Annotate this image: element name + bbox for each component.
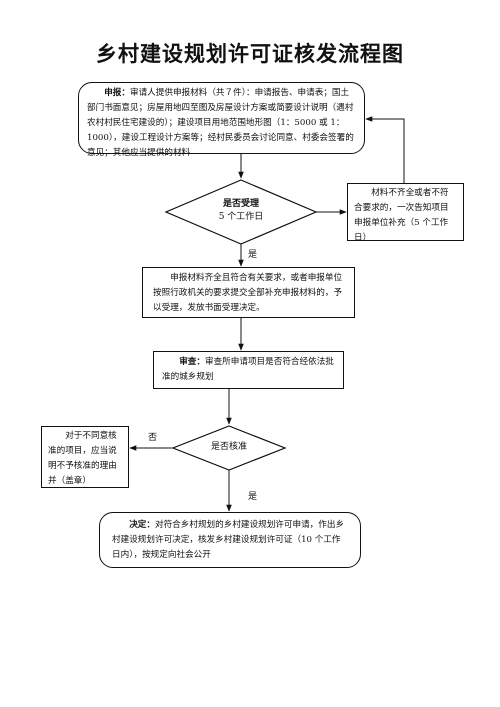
review-box: 审查：审查所申请项目是否符合经依法批准的城乡规划 — [153, 351, 344, 389]
apply-box: 申报：审请人提供申报材料（共７件）：申请报告、申请表；国土部门书面意见；房屋用地… — [78, 82, 365, 158]
edge-label-yes-accept: 是 — [248, 250, 258, 260]
review-label: 审查： — [179, 357, 205, 367]
apply-label: 申报： — [104, 88, 130, 98]
final-label: 决定： — [129, 520, 155, 530]
edge-label-no-approve: 否 — [148, 433, 158, 443]
page-title: 乡村建设规划许可证核发流程图 — [96, 42, 404, 66]
accept-box: 申报材料齐全且符合有关要求，或者申报单位按照行政机关的要求提交全部补充申报材料的… — [142, 267, 355, 318]
accept-decision-line2: 5 个工作日 — [218, 212, 264, 222]
final-text: 对符合乡村规划的乡村建设规划许可申请，作出乡村建设规划许可决定，核发乡村建设规划… — [112, 520, 345, 560]
arrow-supplement-back-to-apply — [365, 116, 405, 183]
reject-text: 对于不同意核准的项目，应当说明不予核准的理由并（盖章） — [48, 431, 117, 486]
reject-box: 对于不同意核准的项目，应当说明不予核准的理由并（盖章） — [41, 426, 129, 488]
accept-text: 申报材料齐全且符合有关要求，或者申报单位按照行政机关的要求提交全部补充申报材料的… — [153, 273, 343, 313]
accept-decision-label: 是否受理 5 个工作日 — [180, 198, 302, 224]
supplement-box: 材料不齐全或者不符合要求的，一次告知项目申报单位补充（5 个工作日） — [347, 183, 464, 243]
final-decision-box: 决定：对符合乡村规划的乡村建设规划许可申请，作出乡村建设规划许可决定，核发乡村建… — [99, 512, 361, 568]
review-text: 审查所申请项目是否符合经依法批准的城乡规划 — [162, 357, 334, 382]
approve-decision-label: 是否核准 — [210, 442, 247, 452]
accept-decision-line1: 是否受理 — [222, 199, 259, 209]
apply-text: 审请人提供申报材料（共７件）：申请报告、申请表；国土部门书面意见；房屋用地四至图… — [87, 88, 354, 158]
edge-label-yes-approve: 是 — [248, 492, 258, 502]
supplement-text: 材料不齐全或者不符合要求的，一次告知项目申报单位补充（5 个工作日） — [354, 188, 449, 243]
